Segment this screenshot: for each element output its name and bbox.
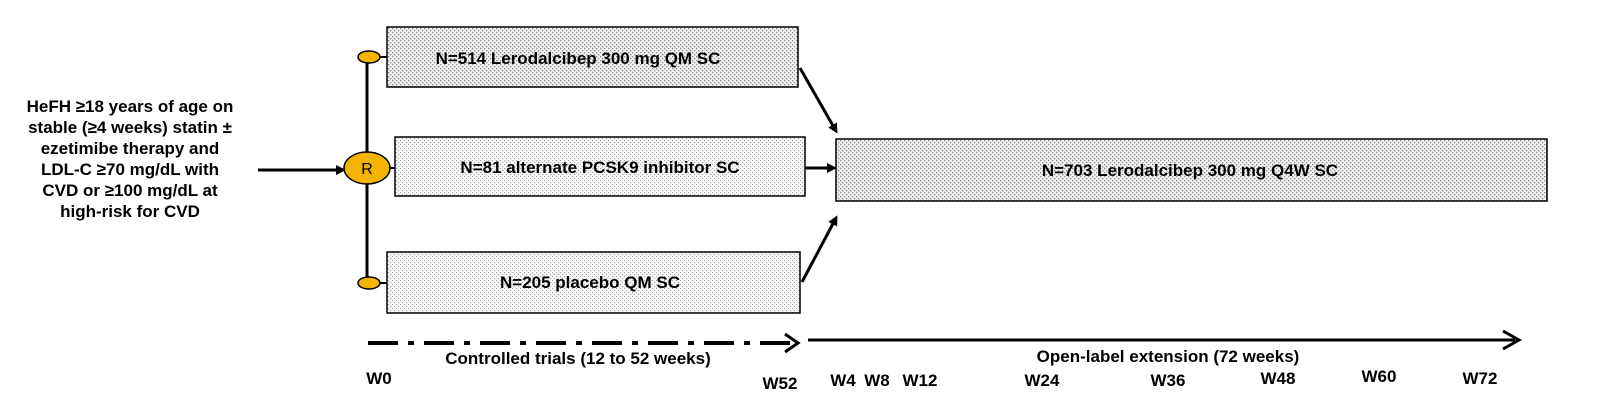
randomization-node: R [343,151,391,185]
week-label-w24: W24 [1025,371,1061,390]
week-label-w48: W48 [1261,369,1296,388]
extension-box: N=703 Lerodalcibep 300 mg Q4W SC [835,138,1548,202]
extension-box-rect [835,138,1548,202]
branch-node-bottom [357,276,381,290]
randomization-circle [343,151,391,185]
arm-box-alternate-pcsk9: N=81 alternate PCSK9 inhibitor SC [394,136,806,197]
arm-box-alternate-pcsk9-rect [394,136,806,197]
arm-box-lerodalcibep: N=514 Lerodalcibep 300 mg QM SC [386,26,799,88]
population-criteria: HeFH ≥18 years of age on stable (≥4 week… [27,97,234,221]
week-label-w8: W8 [864,371,890,390]
week-label-w52: W52 [763,374,798,393]
week-label-w72: W72 [1463,369,1498,388]
week-label-w60: W60 [1362,367,1397,386]
week-label-w36: W36 [1151,371,1186,390]
population-line-6: high-risk for CVD [60,202,200,221]
population-line-5: CVD or ≥100 mg/dL at [42,181,218,200]
arm-box-placebo-rect [386,251,801,314]
arm-label-placebo: N=205 placebo QM SC [500,273,680,292]
controlled-phase-label: Controlled trials (12 to 52 weeks) [445,349,710,368]
arm-label-lerodalcibep: N=514 Lerodalcibep 300 mg QM SC [436,49,721,68]
population-line-4: LDL-C ≥70 mg/dL with [41,160,219,179]
arm-label-alternate-pcsk9: N=81 alternate PCSK9 inhibitor SC [460,158,739,177]
controlled-timeline-arrowhead [784,332,801,354]
population-line-1: HeFH ≥18 years of age on [27,97,234,116]
arm-box-lerodalcibep-rect [386,26,799,88]
arm1-to-extension-arrow [798,67,838,134]
extension-label: N=703 Lerodalcibep 300 mg Q4W SC [1042,161,1338,180]
arm-box-placebo: N=205 placebo QM SC [386,251,801,314]
arm3-to-extension-arrow [800,215,838,283]
randomization-label: R [361,161,373,178]
week-label-w12: W12 [903,371,938,390]
open-label-timeline-arrowhead [1502,329,1523,351]
week-label-w4: W4 [830,371,856,390]
population-line-2: stable (≥4 weeks) statin ± [28,118,232,137]
week-label-w0: W0 [366,369,392,388]
branch-node-top [357,50,381,64]
population-line-3: ezetimibe therapy and [41,139,220,158]
open-label-phase-label: Open-label extension (72 weeks) [1037,347,1300,366]
